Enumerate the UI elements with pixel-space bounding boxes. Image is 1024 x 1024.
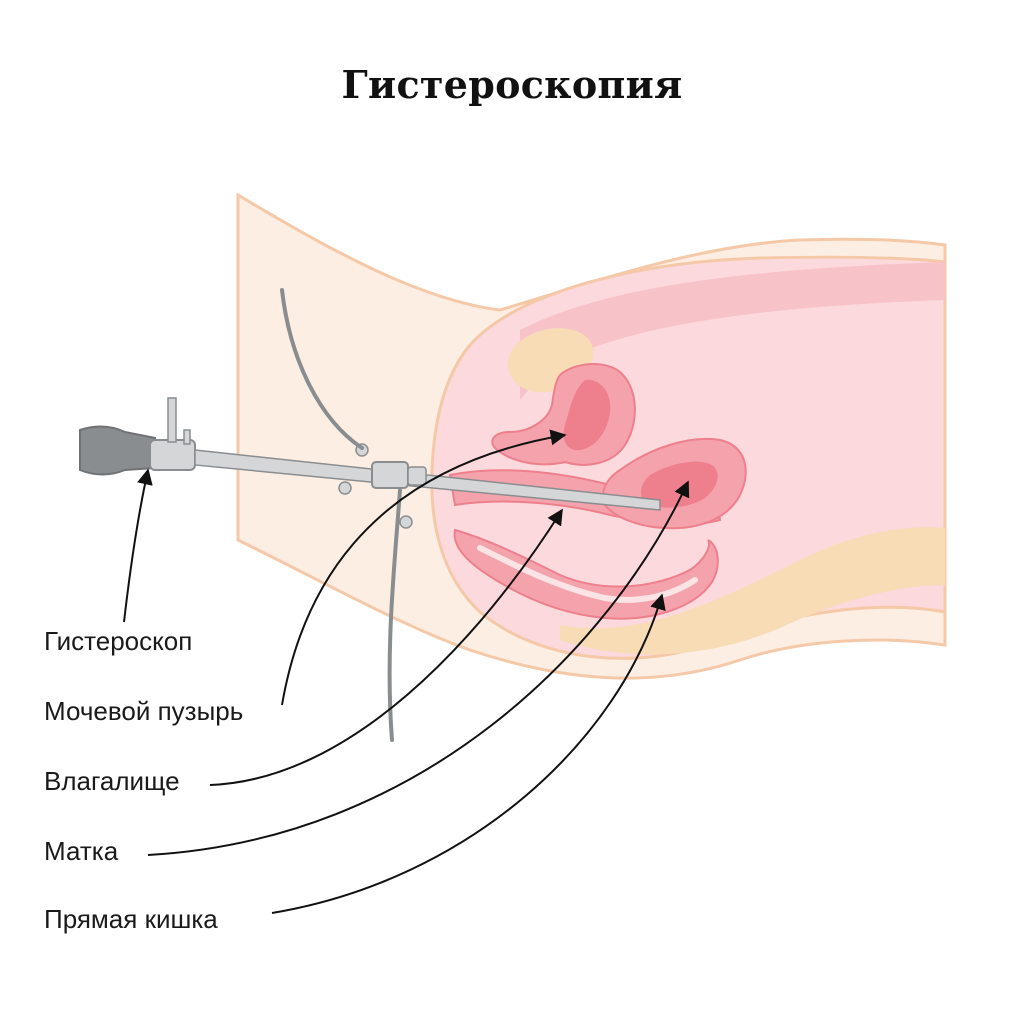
label-hysteroscope: Гистероскоп [44, 626, 192, 657]
label-uterus: Матка [44, 836, 118, 867]
label-vagina: Влагалище [44, 766, 180, 797]
label-bladder: Мочевой пузырь [44, 696, 243, 727]
label-rectum: Прямая кишка [44, 904, 218, 935]
callout-hysteroscope [124, 470, 148, 622]
